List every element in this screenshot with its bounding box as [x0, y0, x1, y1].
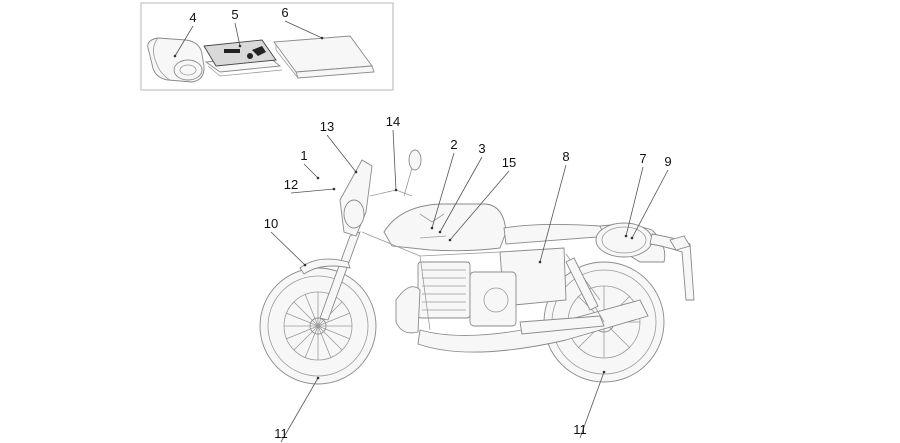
callout-label: 1 — [300, 148, 307, 163]
callout-leader — [234, 22, 241, 47]
callout-leader — [280, 377, 319, 443]
callout-anchor — [538, 260, 542, 264]
callout-leader — [174, 25, 194, 57]
callout-label: 11 — [573, 422, 587, 437]
callout-label: 4 — [189, 10, 196, 25]
frame — [361, 231, 605, 331]
mirror-stem — [403, 167, 413, 197]
callout-leader — [392, 129, 397, 191]
callout-anchor — [316, 176, 320, 180]
callout-leader — [326, 134, 357, 173]
callout-anchor — [602, 370, 606, 374]
callout-anchor — [238, 44, 242, 48]
callout-label: 5 — [231, 7, 238, 22]
accessories-inset — [140, 2, 394, 91]
callout-anchor — [448, 238, 452, 242]
callout-anchor — [430, 226, 434, 230]
callout-label: 3 — [478, 141, 485, 156]
callout-label: 7 — [639, 151, 646, 166]
callout-anchor — [630, 236, 634, 240]
booklet-label-mark — [224, 49, 240, 53]
callout-leader — [284, 20, 323, 39]
callout-leader — [631, 169, 669, 239]
callout-leader — [449, 170, 510, 241]
callout-anchor — [320, 36, 324, 40]
callout-label: 8 — [562, 149, 569, 164]
seat — [503, 223, 612, 245]
callout-anchor — [173, 54, 177, 58]
engine — [395, 261, 517, 334]
mirror — [408, 149, 422, 171]
callout-leader — [303, 163, 319, 179]
callout-anchor — [354, 170, 358, 174]
callout-label: 10 — [264, 216, 278, 231]
callout-leader — [625, 166, 644, 237]
tail-number-panel — [595, 222, 653, 258]
callout-anchor — [438, 230, 442, 234]
callout-label: 6 — [281, 5, 288, 20]
callout-label: 2 — [450, 137, 457, 152]
callout-anchor — [624, 234, 628, 238]
callout-leader — [579, 371, 605, 439]
callout-label: 14 — [386, 114, 400, 129]
rear-fender — [649, 233, 695, 301]
rear-shock — [565, 257, 599, 311]
motorcycle-outline — [259, 149, 695, 385]
callout-anchor — [316, 376, 320, 380]
callout-leader — [270, 231, 306, 266]
callout-label: 9 — [664, 154, 671, 169]
callout-label: 13 — [320, 119, 334, 134]
tail-light — [669, 235, 691, 251]
front-fender — [299, 258, 351, 275]
callout-anchor — [303, 263, 307, 267]
callout-leader — [539, 164, 567, 263]
callout-leader — [439, 156, 483, 233]
callout-leader — [431, 152, 455, 229]
workshop-manual — [273, 35, 375, 79]
callout-label: 12 — [284, 177, 298, 192]
swingarm — [519, 315, 605, 335]
exhaust — [417, 299, 649, 353]
owner-booklet — [203, 39, 283, 77]
callout-anchor — [394, 188, 398, 192]
tool-pouch — [147, 37, 205, 83]
callout-label: 15 — [502, 155, 516, 170]
callout-leader — [290, 188, 335, 194]
callout-anchor — [332, 187, 336, 191]
front-wheel — [259, 267, 377, 385]
fuel-tank — [383, 203, 507, 252]
callout-label: 11 — [274, 426, 288, 441]
